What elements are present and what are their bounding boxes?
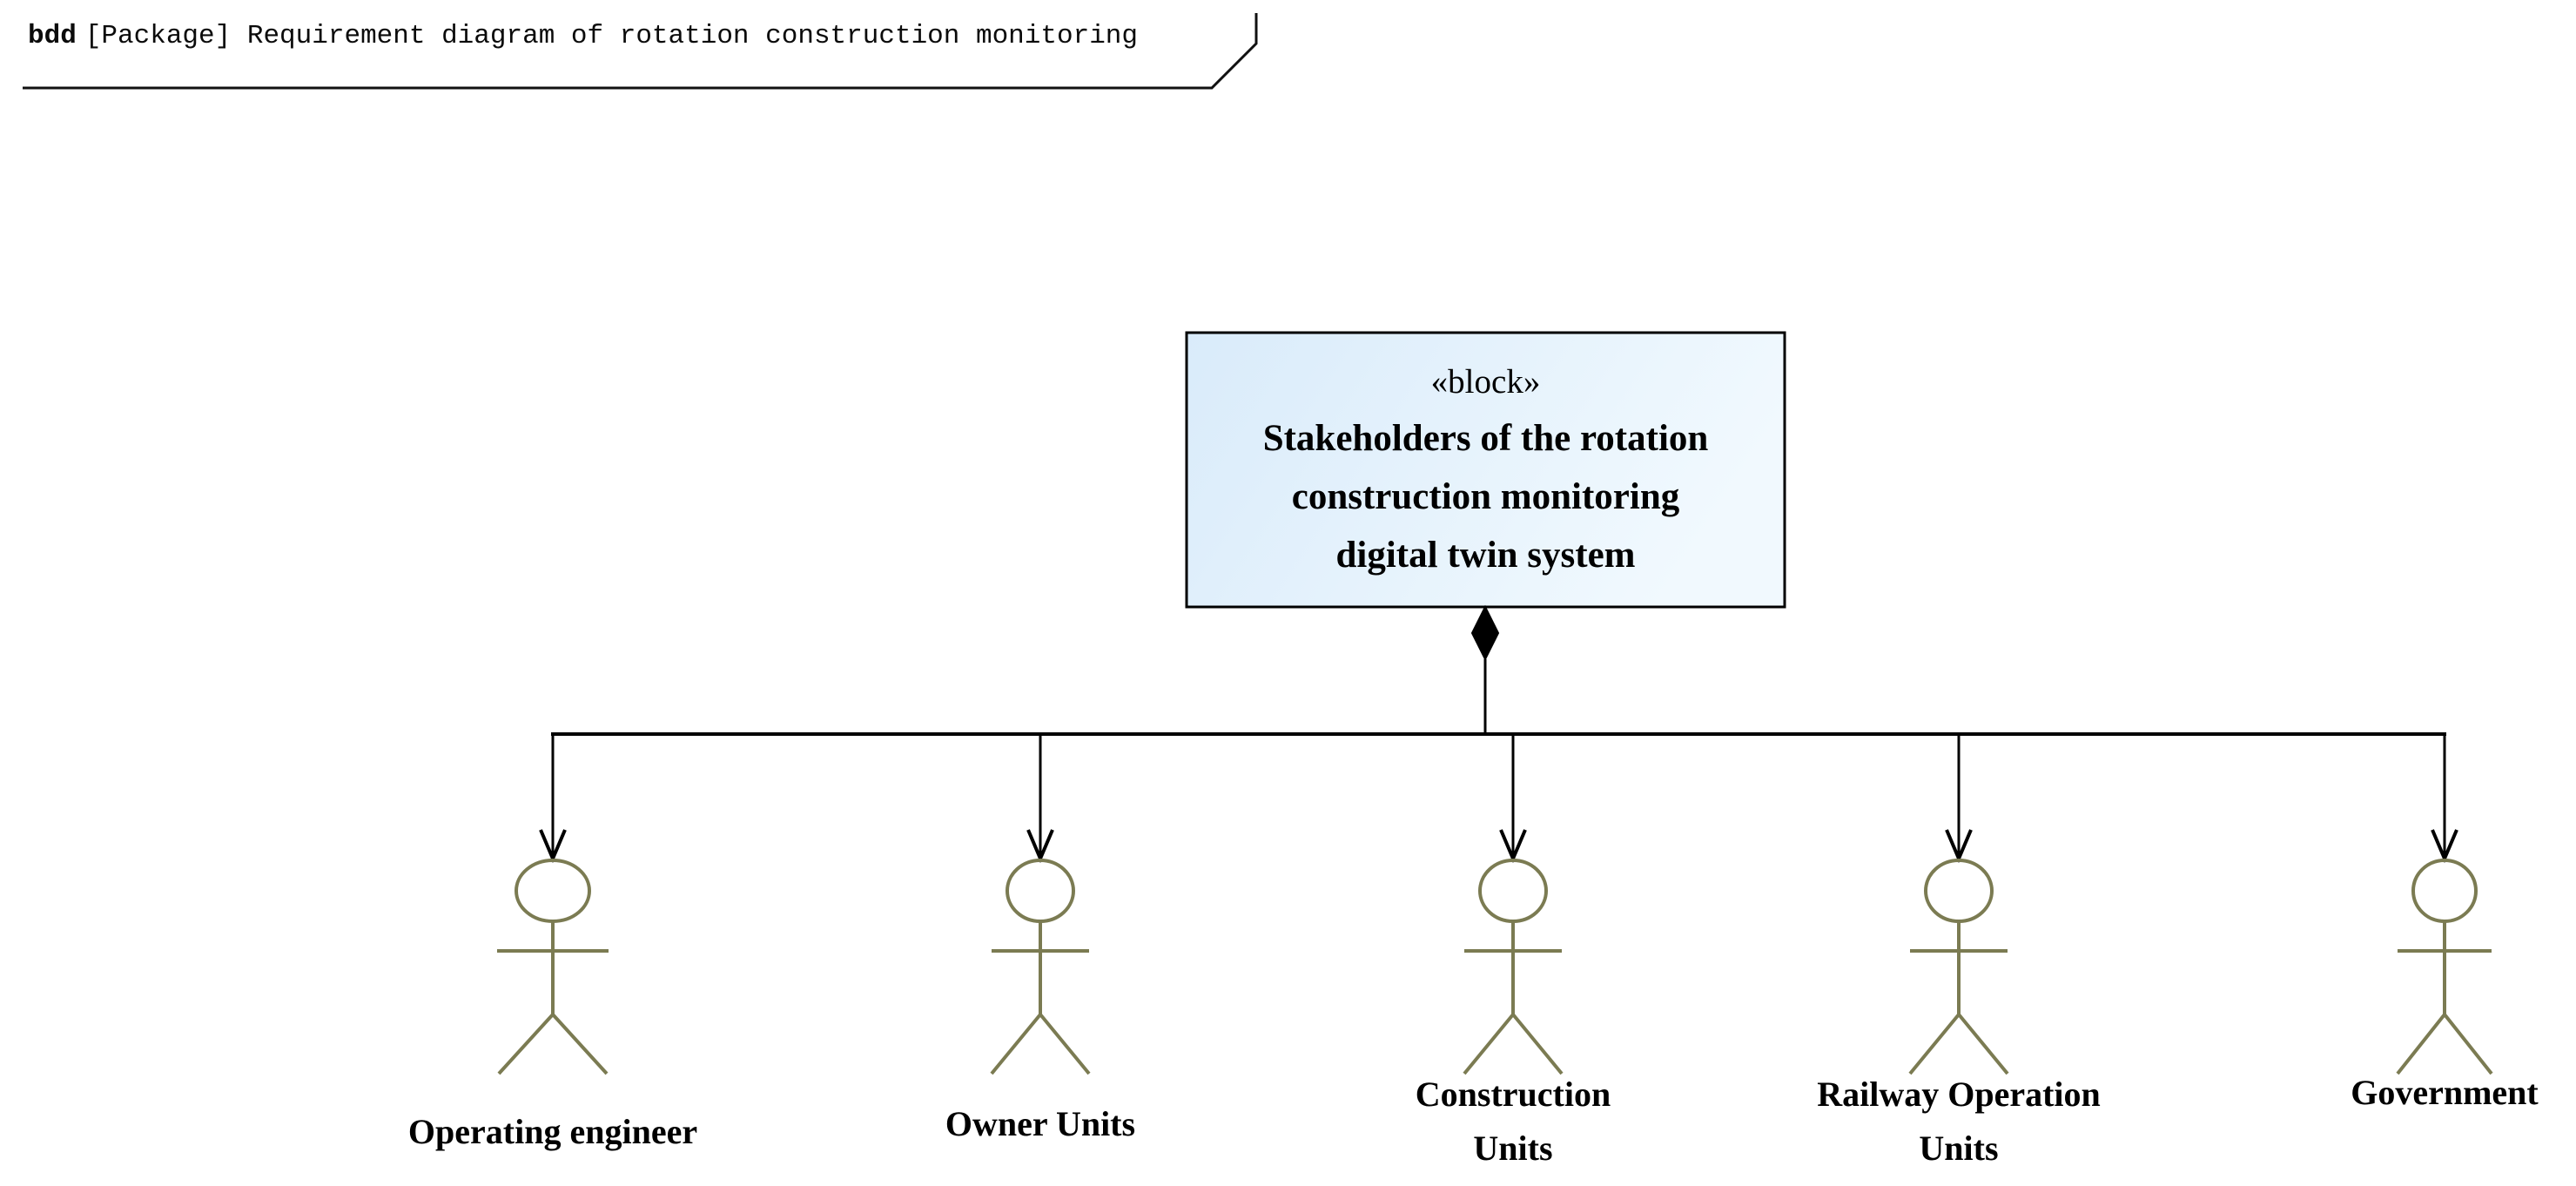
frame-title: [Package] Requirement diagram of rotatio… bbox=[84, 21, 1139, 51]
actor-label-construction-units: Construction Units bbox=[1415, 1075, 1611, 1168]
block-label: «block» Stakeholders of the rotation con… bbox=[1187, 333, 1785, 607]
stick-figure-icon-operating-engineer bbox=[497, 859, 609, 1075]
stick-figure-icon-construction-units bbox=[1463, 859, 1564, 1075]
frame-tab-outline bbox=[23, 13, 1258, 90]
filled-diamond-icon bbox=[1470, 604, 1500, 662]
frame-keyword: bdd bbox=[28, 21, 77, 51]
block-name-line-1: Stakeholders of the rotation bbox=[1262, 418, 1709, 459]
block-name-line-3: digital twin system bbox=[1335, 535, 1636, 576]
diagram-frame-label: bdd[Package] Requirement diagram of rota… bbox=[28, 17, 1138, 56]
stick-figure-icon-railway-operation-units bbox=[1908, 859, 2009, 1075]
actor-label-owner-units: Owner Units bbox=[945, 1104, 1136, 1143]
actor-label-railway-operation-units: Railway Operation Units bbox=[1817, 1075, 2101, 1168]
block-name-line-2: construction monitoring bbox=[1291, 476, 1680, 517]
stick-figure-icon-government bbox=[2396, 859, 2493, 1075]
actor-label-operating-engineer: Operating engineer bbox=[407, 1112, 698, 1151]
stick-figure-icon-owner-units bbox=[990, 859, 1091, 1075]
block-stereotype: «block» bbox=[1430, 363, 1541, 401]
actor-label-government: Government bbox=[2351, 1073, 2539, 1112]
